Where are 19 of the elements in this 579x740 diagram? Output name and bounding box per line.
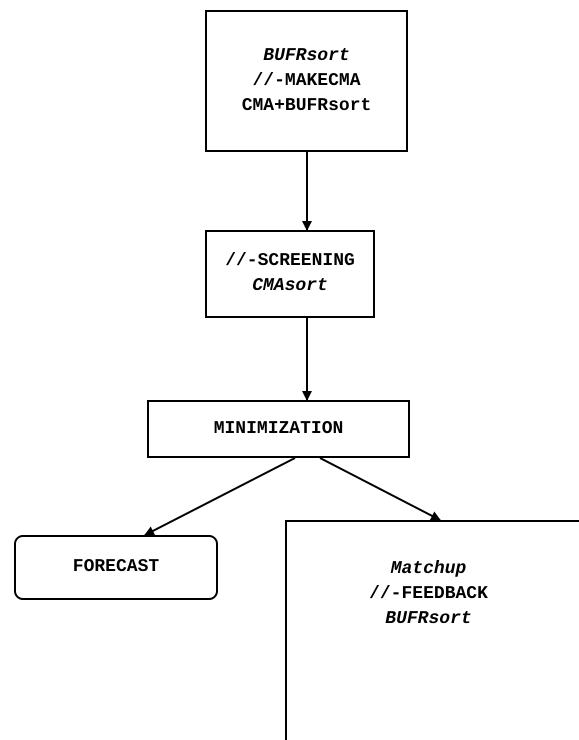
box-label: //-SCREENING	[225, 250, 355, 273]
arrow	[302, 152, 312, 231]
arrow	[144, 457, 296, 536]
box-label: BUFRsort	[263, 44, 350, 68]
process-box	[205, 10, 408, 152]
box-label: MINIMIZATION	[214, 418, 344, 440]
process-box	[147, 400, 410, 458]
box-label: //-FEEDBACK	[369, 583, 488, 606]
box-label: CMA+BUFRsort	[242, 94, 372, 118]
process-box	[205, 230, 375, 318]
box-label: FORECAST	[72, 556, 160, 579]
box-label: BUFRsort	[385, 608, 472, 631]
box-label: Matchup	[390, 558, 466, 581]
arrow	[320, 457, 441, 521]
process-box	[285, 520, 579, 740]
rounded-process-box	[14, 535, 218, 600]
box-label: CMAsort	[252, 275, 328, 298]
arrow	[302, 318, 312, 401]
box-label: //-MAKECMA	[252, 70, 361, 92]
